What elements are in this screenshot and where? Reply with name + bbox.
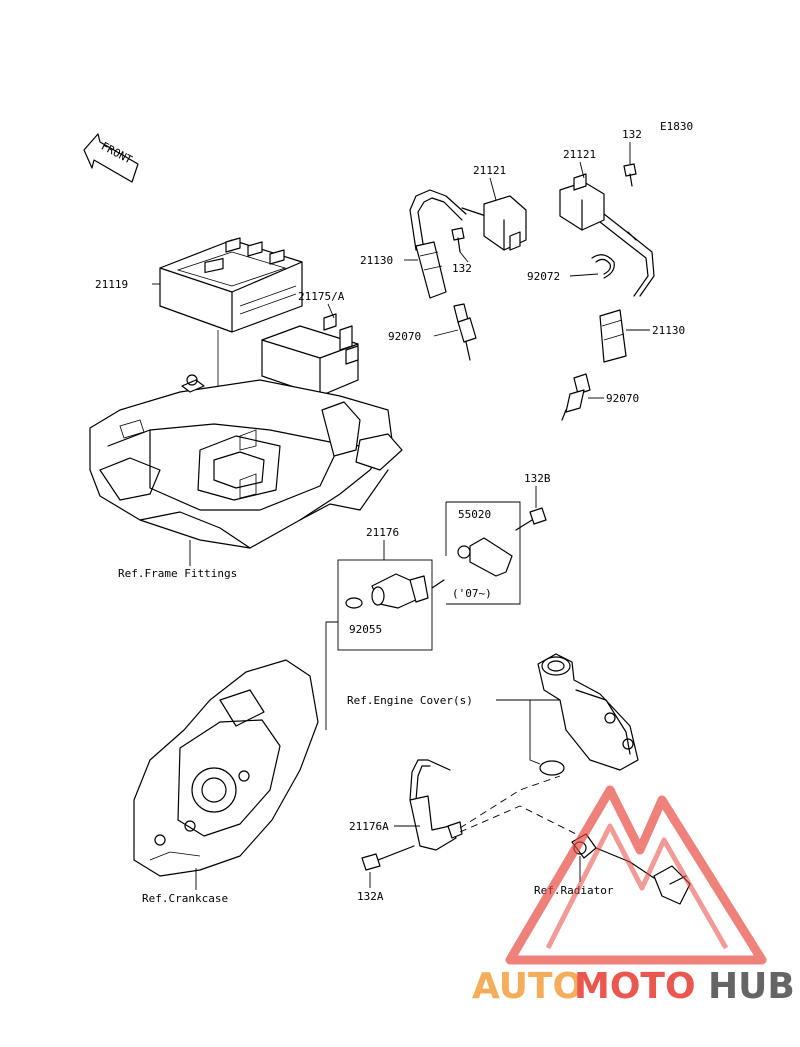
bracket-55020 [457, 537, 513, 577]
note-55020: ('07~) [452, 587, 492, 600]
label-92055: 92055 [349, 623, 382, 636]
diagram-code: E1830 [660, 120, 693, 133]
ref-frame-fittings: Ref.Frame Fittings [118, 567, 237, 580]
o-ring-cover [539, 760, 565, 776]
label-92070-right: 92070 [606, 392, 639, 405]
label-21130-right: 21130 [652, 324, 685, 337]
crankcase [133, 659, 319, 877]
label-132-left: 132 [452, 262, 472, 275]
watermark-logo: AUTO MOTO HUB [472, 785, 795, 1007]
bolt-132-left [451, 227, 465, 253]
o-ring-92055 [345, 597, 363, 609]
label-21121-left: 21121 [473, 164, 506, 177]
leader-132-left [459, 251, 469, 263]
leader-21121-right [579, 161, 585, 179]
leader-21121-left [489, 177, 497, 201]
label-21176: 21176 [366, 526, 399, 539]
bolt-132b [515, 507, 547, 531]
label-132b: 132B [524, 472, 551, 485]
leader-engine-cover-a [496, 699, 541, 765]
sensor-21176a [409, 759, 463, 851]
engine-cover [537, 653, 639, 771]
ref-engine-cover: Ref.Engine Cover(s) [347, 694, 473, 707]
watermark-hub: HUB [708, 966, 795, 1007]
label-21175a: 21175/A [298, 290, 345, 303]
spark-plug-left [453, 303, 477, 361]
box-55020 [446, 501, 521, 605]
label-21176a: 21176A [349, 820, 389, 833]
frame-fittings [89, 374, 403, 549]
label-21121-right: 21121 [563, 148, 596, 161]
leader-92072 [569, 273, 599, 277]
label-55020: 55020 [458, 508, 491, 521]
label-92072: 92072 [527, 270, 560, 283]
ecu-21119 [159, 237, 303, 333]
sensor-21176 [371, 573, 445, 609]
watermark-auto: AUTO [472, 966, 583, 1007]
clamp-92072 [591, 254, 615, 279]
label-132-right: 132 [622, 128, 642, 141]
bolt-132-right [623, 163, 637, 187]
leader-92070-left [433, 329, 459, 337]
label-21130-left: 21130 [360, 254, 393, 267]
spark-plug-right [561, 373, 591, 421]
relay-21175a [261, 313, 359, 397]
ignition-coil-left [409, 189, 527, 299]
ref-crankcase: Ref.Crankcase [142, 892, 228, 905]
label-132a: 132A [357, 890, 384, 903]
bolt-132a [361, 845, 415, 871]
front-arrow-icon: FRONT [83, 133, 139, 183]
watermark-moto: MOTO [574, 966, 696, 1007]
dash-sensor-cover [459, 775, 561, 829]
label-92070-left: 92070 [388, 330, 421, 343]
dash-sensor-radiator [459, 805, 581, 837]
leader-sensor-crankcase [325, 621, 338, 730]
leader-21175a [327, 303, 335, 319]
box-21176 [337, 559, 433, 651]
ignition-coil-right [559, 173, 655, 363]
label-21119: 21119 [95, 278, 128, 291]
